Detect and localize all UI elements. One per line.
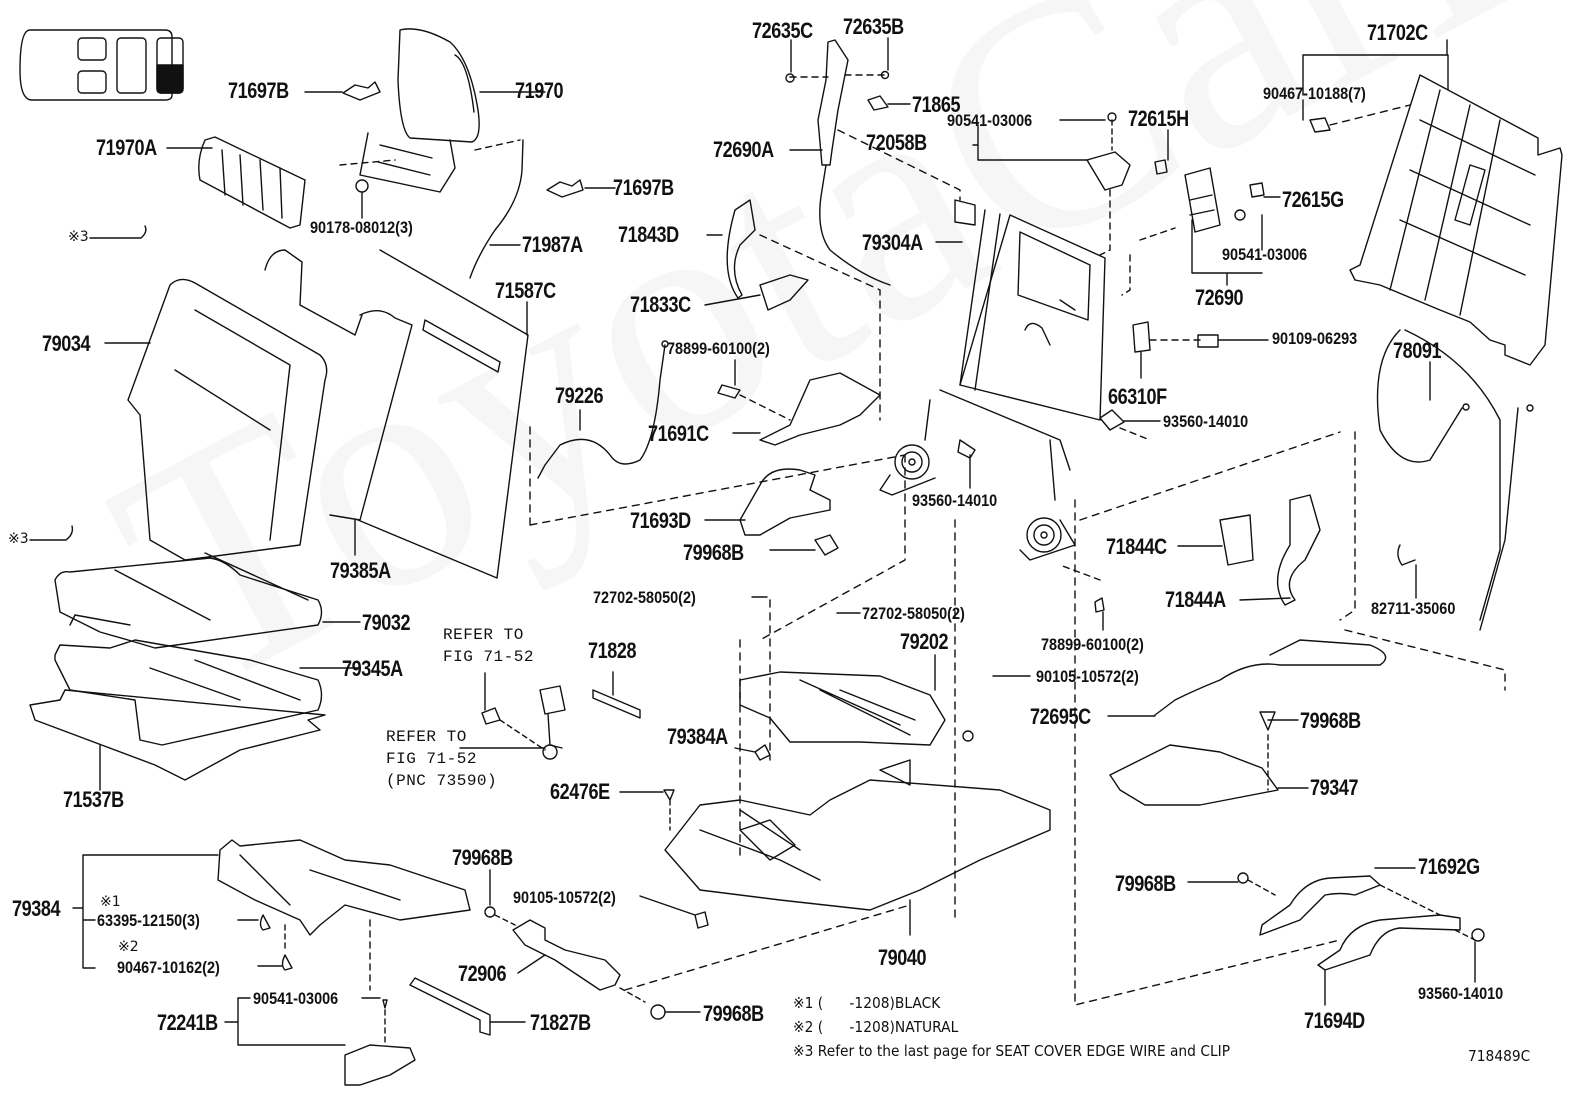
figure-code: 718489C: [1468, 1047, 1531, 1065]
part-label-72690A[interactable]: 72690A: [713, 137, 774, 162]
part-label-78091[interactable]: 78091: [1393, 338, 1442, 363]
part-label-66310F[interactable]: 66310F: [1108, 384, 1167, 409]
part-label-90467-10188[interactable]: 90467-10188(7): [1263, 84, 1366, 103]
part-label-93560-14010-c[interactable]: 93560-14010: [1418, 984, 1504, 1003]
note-mark-3-lower: ※3: [8, 531, 29, 547]
part-label-79968B-e[interactable]: 79968B: [1115, 871, 1176, 896]
part-label-72695C[interactable]: 72695C: [1030, 704, 1091, 729]
part-label-71692G[interactable]: 71692G: [1418, 854, 1480, 879]
footnote-3-edge-wire: ※3 Refer to the last page for SEAT COVER…: [793, 1042, 1231, 1060]
part-label-71828[interactable]: 71828: [588, 638, 637, 663]
part-label-71587C[interactable]: 71587C: [495, 278, 556, 303]
part-label-71827B[interactable]: 71827B: [530, 1010, 591, 1035]
part-label-79968B-c[interactable]: 79968B: [452, 845, 513, 870]
part-label-71691C[interactable]: 71691C: [648, 421, 709, 446]
part-label-71697B[interactable]: 71697B: [228, 78, 289, 103]
part-label-72702-58050-b[interactable]: 72702-58050(2): [862, 604, 965, 623]
part-label-79032[interactable]: 79032: [362, 610, 411, 635]
part-label-72615G[interactable]: 72615G: [1282, 187, 1344, 212]
part-label-72635C[interactable]: 72635C: [752, 18, 813, 43]
part-label-71833C[interactable]: 71833C: [630, 292, 691, 317]
part-label-78899-60100-top[interactable]: 78899-60100(2): [667, 339, 770, 358]
part-label-90105-10572-bottom[interactable]: 90105-10572(2): [513, 888, 616, 907]
part-label-79034[interactable]: 79034: [42, 331, 91, 356]
part-label-71843D[interactable]: 71843D: [618, 222, 679, 247]
note-mark-3-upper: ※3: [68, 229, 89, 245]
part-label-79226[interactable]: 79226: [555, 383, 604, 408]
footnote-2-natural: ※2 ( -1208)NATURAL: [793, 1018, 959, 1036]
part-label-93560-14010-a[interactable]: 93560-14010: [1163, 412, 1249, 431]
side-trim-shape: [217, 839, 471, 936]
part-label-72906[interactable]: 72906: [458, 961, 507, 986]
part-label-79304A[interactable]: 79304A: [862, 230, 923, 255]
part-label-93560-14010-b[interactable]: 93560-14010: [912, 491, 998, 510]
part-label-79040[interactable]: 79040: [878, 945, 927, 970]
seatback-shape: [127, 249, 413, 561]
part-label-71537B[interactable]: 71537B: [63, 787, 124, 812]
part-label-72635B[interactable]: 72635B: [843, 14, 904, 39]
part-label-71694D[interactable]: 71694D: [1304, 1008, 1365, 1033]
part-label-71693D[interactable]: 71693D: [630, 508, 691, 533]
part-label-90541-03006-top[interactable]: 90541-03006: [947, 111, 1033, 130]
note-mark-2: ※2: [118, 939, 139, 955]
seatback-frame-shape: [879, 199, 1106, 561]
part-label-71970A[interactable]: 71970A: [96, 135, 157, 160]
part-label-63395-12150[interactable]: 63395-12150(3): [97, 911, 200, 930]
part-label-71844C[interactable]: 71844C: [1106, 534, 1167, 559]
part-label-90105-10572-right[interactable]: 90105-10572(2): [1036, 667, 1139, 686]
seat-frame-upper-shape: [739, 599, 974, 861]
part-label-79345A[interactable]: 79345A: [342, 656, 403, 681]
backboard-shape: [357, 249, 529, 579]
part-label-82711-35060[interactable]: 82711-35060: [1371, 599, 1456, 618]
part-label-79968B-d[interactable]: 79968B: [703, 1001, 764, 1026]
part-label-79384[interactable]: 79384: [12, 896, 61, 921]
part-label-72690[interactable]: 72690: [1195, 285, 1244, 310]
part-label-90467-10162[interactable]: 90467-10162(2): [117, 958, 220, 977]
part-label-79385A[interactable]: 79385A: [330, 558, 391, 583]
part-label-79347[interactable]: 79347: [1310, 775, 1359, 800]
part-label-71865[interactable]: 71865: [912, 92, 961, 117]
back-panel-shape: [1349, 74, 1563, 366]
footnote-1-black: ※1 ( -1208)BLACK: [793, 994, 941, 1012]
part-label-62476E[interactable]: 62476E: [550, 779, 610, 804]
part-label-72702-58050-a[interactable]: 72702-58050(2): [593, 588, 696, 607]
part-label-71970[interactable]: 71970: [515, 78, 564, 103]
seat-cushion-shape: [54, 552, 323, 649]
part-label-72241B[interactable]: 72241B: [157, 1010, 218, 1035]
refer-fig-71-52-label[interactable]: REFER TO FIG 71-52: [443, 626, 534, 666]
note-mark-1: ※1: [100, 894, 121, 910]
refer-fig-71-52-pnc-label[interactable]: REFER TO FIG 71-52 (PNC 73590): [386, 728, 498, 790]
part-label-79384A[interactable]: 79384A: [667, 724, 728, 749]
seat-pad-shape: [54, 639, 323, 746]
headrest-cover-shape: [198, 136, 306, 229]
vehicle-seat-row-locator-icon: [19, 29, 184, 101]
part-label-72058B[interactable]: 72058B: [866, 130, 927, 155]
part-label-72615H[interactable]: 72615H: [1128, 106, 1189, 131]
seat-frame-lower-shape: [664, 759, 1051, 911]
part-label-90109-06293[interactable]: 90109-06293: [1272, 329, 1358, 348]
part-label-71702C[interactable]: 71702C: [1367, 20, 1428, 45]
part-label-90541-03006-right[interactable]: 90541-03006: [1222, 245, 1308, 264]
tray-shape: [1109, 744, 1279, 806]
part-label-79968B-a[interactable]: 79968B: [683, 540, 744, 565]
part-label-79202[interactable]: 79202: [900, 629, 949, 654]
part-label-78899-60100-bottom[interactable]: 78899-60100(2): [1041, 635, 1144, 654]
part-label-71987A[interactable]: 71987A: [522, 232, 583, 257]
part-label-90178-08012[interactable]: 90178-08012(3): [310, 218, 413, 237]
part-label-71844A[interactable]: 71844A: [1165, 587, 1226, 612]
leader-lines: [72, 37, 1476, 1046]
headrest-shape: [339, 28, 521, 193]
seat-sheet-shape: [29, 689, 326, 781]
part-label-79968B-b[interactable]: 79968B: [1300, 708, 1361, 733]
part-label-71697B-2[interactable]: 71697B: [613, 175, 674, 200]
part-label-90541-03006-bottom[interactable]: 90541-03006: [253, 989, 339, 1008]
